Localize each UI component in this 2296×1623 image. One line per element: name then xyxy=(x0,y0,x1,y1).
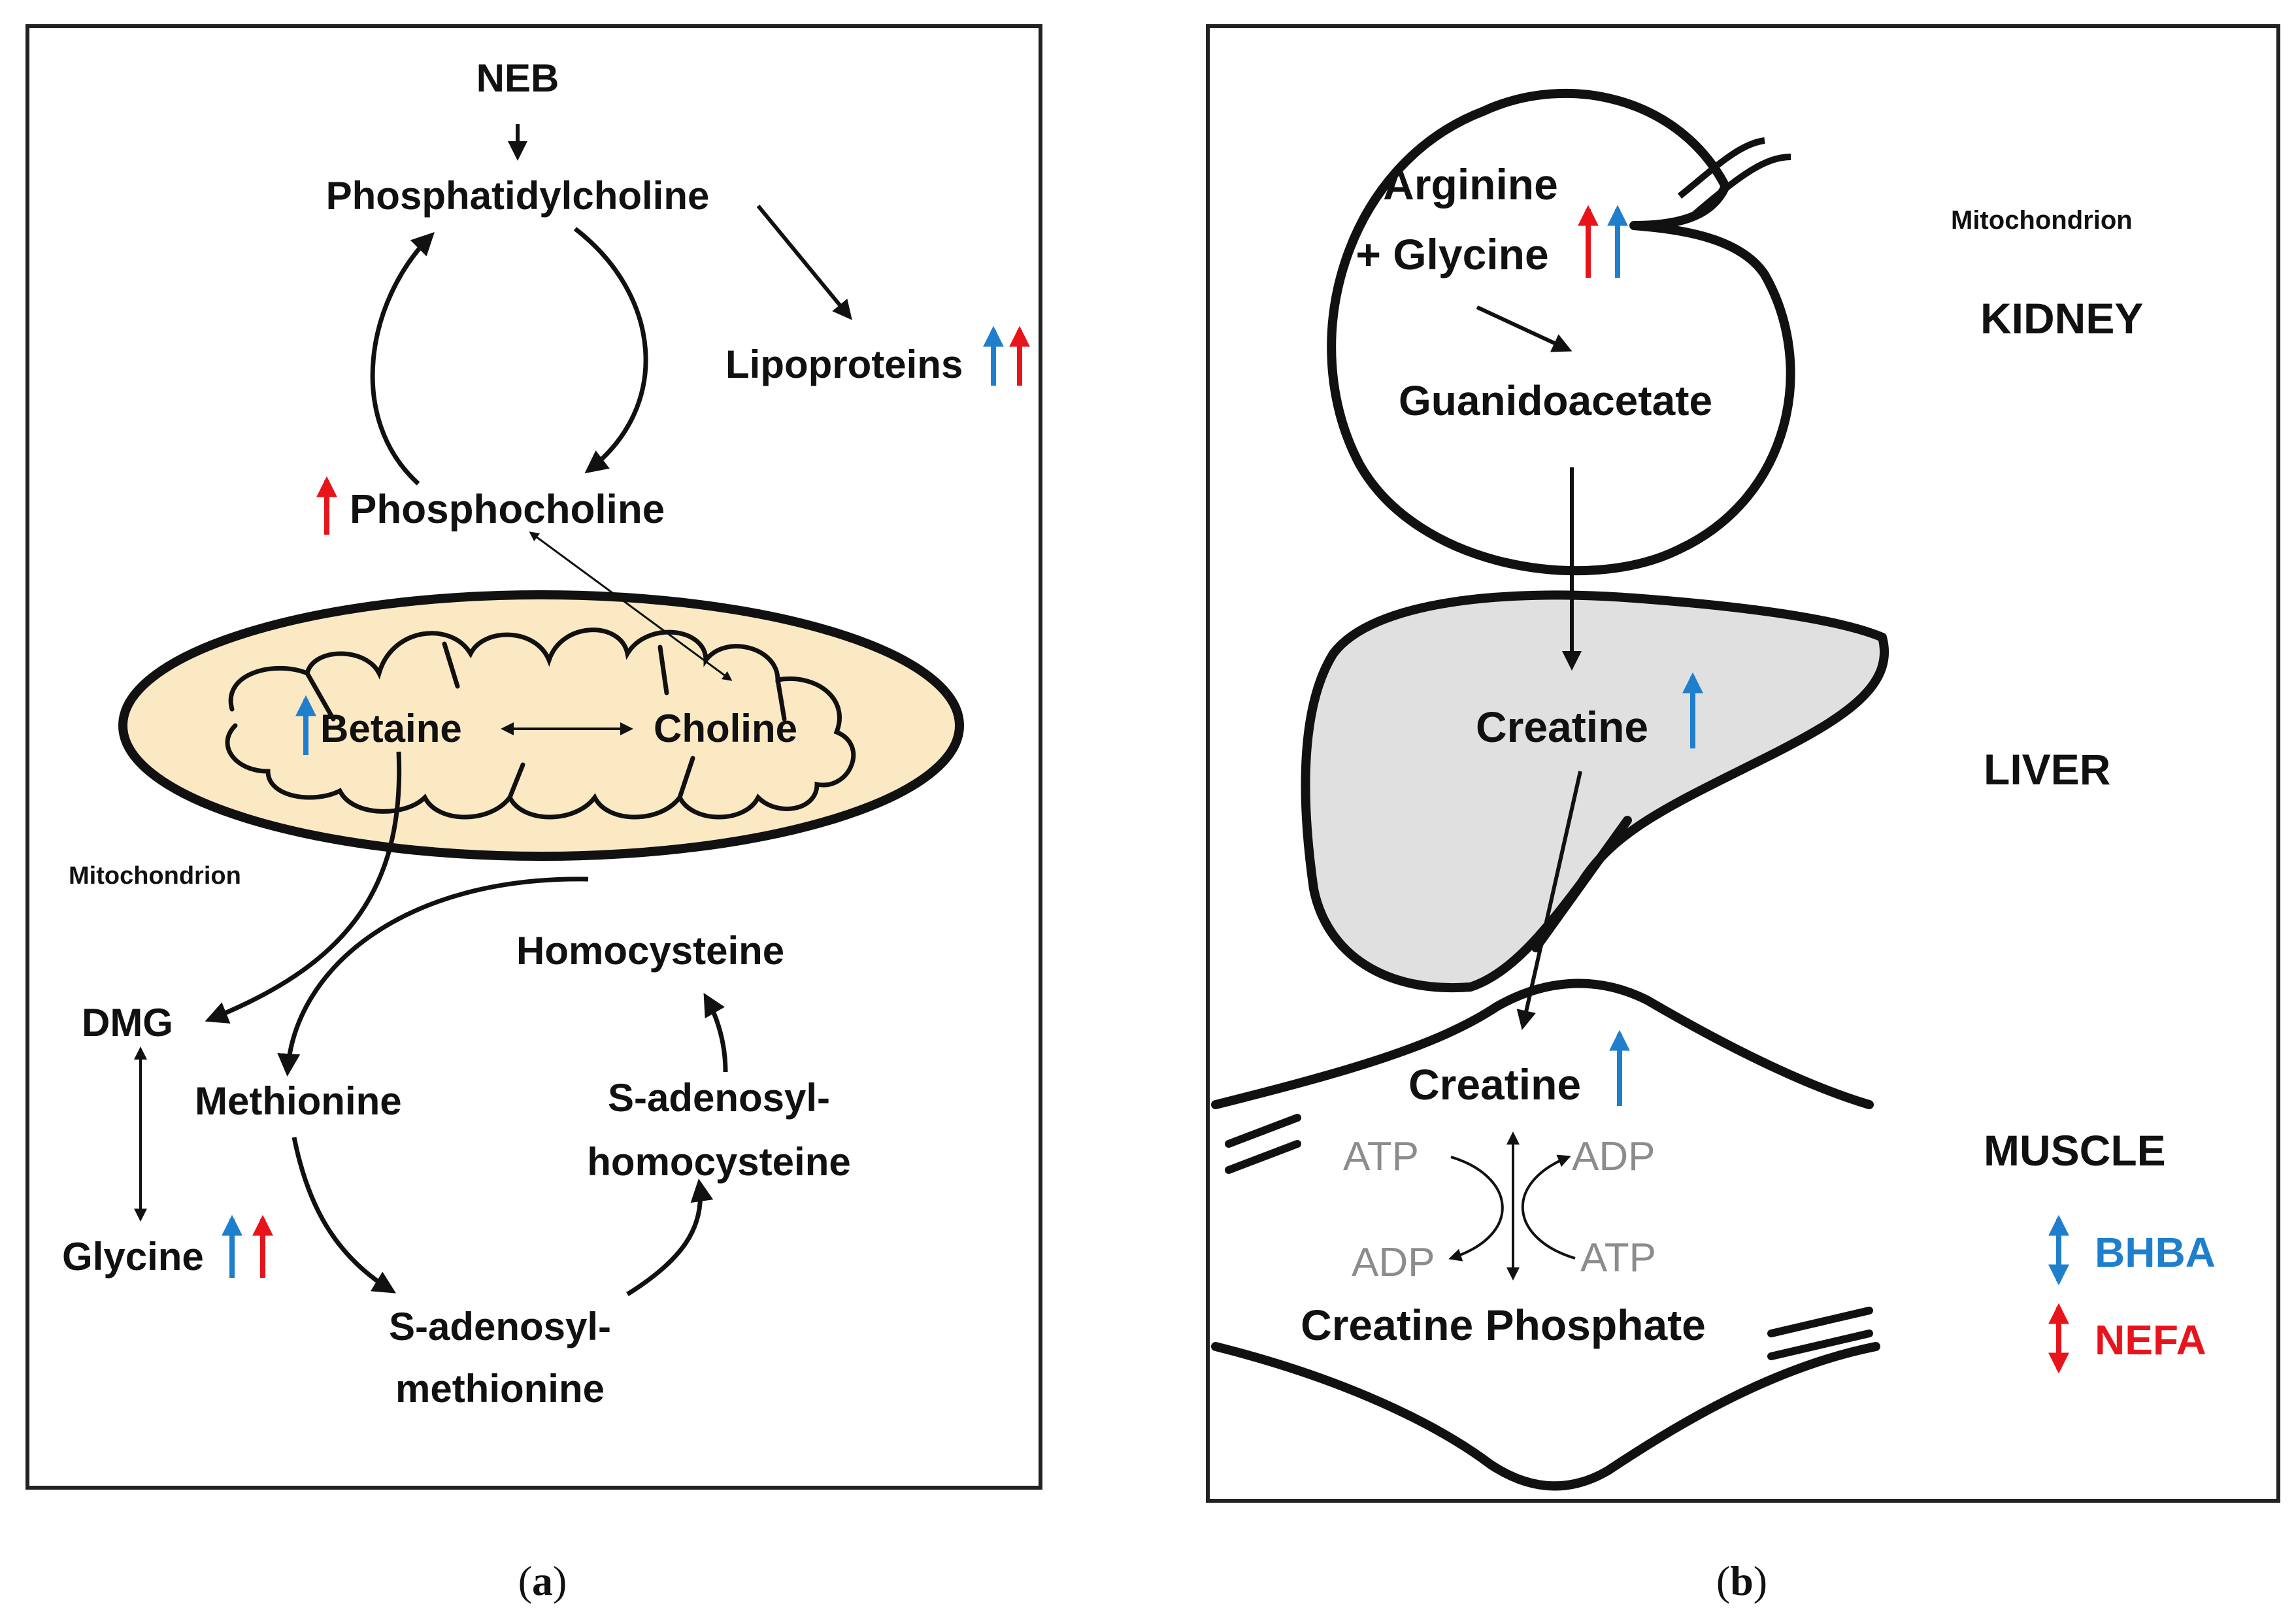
label-phosphatidylcholine: Phosphatidylcholine xyxy=(326,174,710,218)
muscle-fiber-top xyxy=(1211,979,1874,1109)
muscle-fiber-bottom xyxy=(1211,1342,1880,1491)
arrow-methionine-to-sam xyxy=(291,1137,396,1294)
legend-bhba-label: BHBA xyxy=(2095,1229,2216,1276)
arrow-sah-to-homocysteine xyxy=(703,992,728,1073)
muscle-fiber-tick xyxy=(1767,1330,1873,1360)
label-homocysteine: Homocysteine xyxy=(516,929,784,973)
label-atp-right: ATP xyxy=(1580,1235,1656,1280)
kidney-vessel-1 xyxy=(1677,137,1765,199)
panel-a: NEB Phosphatidylcholine Lipoproteins Pho… xyxy=(25,24,1042,1490)
label-creatine-muscle: Creatine xyxy=(1408,1060,1581,1109)
label-liver: LIVER xyxy=(1984,745,2110,794)
label-creatine-phosphate: Creatine Phosphate xyxy=(1301,1301,1706,1349)
liver-shape xyxy=(1301,590,1889,993)
arrow-arginine-to-guanidoacetate xyxy=(1476,305,1572,352)
arrow-atp-to-adp-right xyxy=(1522,1154,1576,1260)
muscle-fiber-tick xyxy=(1225,1114,1301,1148)
label-kidney: KIDNEY xyxy=(1980,294,2143,343)
label-adp-left: ADP xyxy=(1352,1240,1435,1285)
label-neb: NEB xyxy=(476,56,559,100)
arrow-homocysteine-to-methionine xyxy=(277,877,589,1077)
kidney-vessel-2 xyxy=(1690,154,1791,218)
label-sah-line1: S-adenosyl- xyxy=(608,1076,830,1120)
arrow-pc-to-pcholine xyxy=(573,227,648,474)
crista-fold xyxy=(677,756,695,800)
crista-fold xyxy=(305,671,336,722)
arrow-betaine-to-dmg xyxy=(205,751,402,1024)
label-arginine: Arginine xyxy=(1383,160,1558,209)
panel-b: Arginine + Glycine Guanidoacetate Mitoch… xyxy=(1206,24,2280,1503)
label-betaine: Betaine xyxy=(320,707,462,750)
caption-a: (a) xyxy=(518,1558,567,1604)
legend: BHBA NEFA xyxy=(2048,1214,2216,1374)
label-sah-line2: homocysteine xyxy=(587,1140,850,1184)
muscle-fiber-tick xyxy=(1225,1140,1301,1174)
liver-lobe-divider xyxy=(1531,816,1632,952)
label-mitochondrion-b: Mitochondrion xyxy=(1951,206,2133,235)
legend-nefa-label: NEFA xyxy=(2095,1316,2206,1364)
label-plus-glycine: + Glycine xyxy=(1356,230,1548,278)
mitochondrion-cristae xyxy=(225,627,856,820)
crista-fold xyxy=(442,641,460,689)
label-phosphocholine: Phosphocholine xyxy=(350,487,665,532)
crista-fold xyxy=(507,762,525,800)
arrow-pcholine-choline xyxy=(529,531,733,681)
arrow-pcholine-to-pc xyxy=(370,232,435,486)
label-muscle: MUSCLE xyxy=(1984,1126,2166,1175)
crista-fold xyxy=(775,677,787,722)
arrow-atp-to-adp-left xyxy=(1448,1156,1504,1262)
caption-b: (b) xyxy=(1716,1558,1767,1604)
label-sam-line1: S-adenosyl- xyxy=(389,1305,611,1348)
label-lipoproteins: Lipoproteins xyxy=(725,343,963,386)
label-guanidoacetate: Guanidoacetate xyxy=(1399,377,1712,424)
arrow-liver-to-muscle xyxy=(1516,771,1582,1030)
kidney-shape xyxy=(1327,88,1795,576)
arrow-pc-to-lipoproteins xyxy=(756,205,852,320)
label-choline: Choline xyxy=(654,707,797,750)
arrow-sam-to-sah xyxy=(626,1179,714,1296)
label-atp-left: ATP xyxy=(1343,1134,1419,1179)
label-creatine-liver: Creatine xyxy=(1476,703,1648,751)
label-glycine: Glycine xyxy=(62,1235,204,1279)
label-sam-line2: methionine xyxy=(395,1367,605,1411)
label-mitochondrion-a: Mitochondrion xyxy=(69,862,241,890)
muscle-fiber-tick xyxy=(1767,1307,1873,1337)
label-methionine: Methionine xyxy=(195,1079,402,1123)
label-adp-right: ADP xyxy=(1572,1134,1655,1179)
label-dmg: DMG xyxy=(82,1001,173,1045)
